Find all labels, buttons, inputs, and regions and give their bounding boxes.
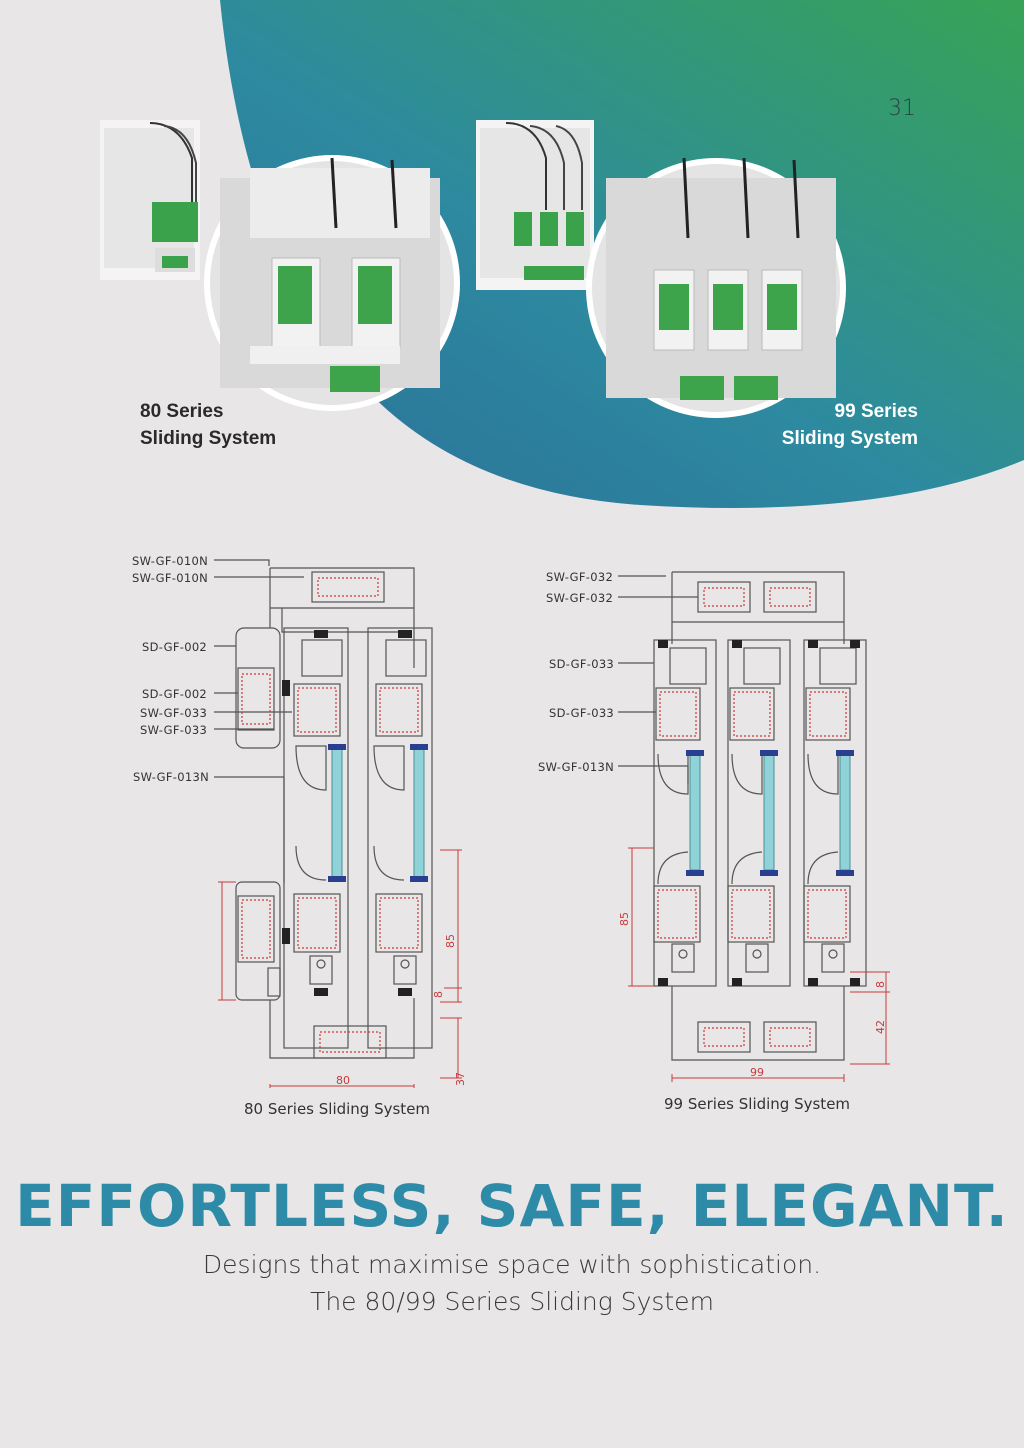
tagline-line1: Designs that maximise space with sophist… <box>202 1250 822 1279</box>
part-label: SW-GF-013N <box>538 760 615 774</box>
label-80-line1: 80 Series <box>140 401 224 422</box>
technical-drawing-80-series: 66 85 8 37 80 <box>214 559 467 1088</box>
part-label: SW-GF-033 <box>140 723 208 737</box>
dimension-width: 80 <box>336 1074 350 1087</box>
dimension-height-left: 66 <box>214 932 217 946</box>
label-99-line1: 99 Series <box>834 401 918 422</box>
page-number: 31 <box>888 96 916 121</box>
part-label: SW-GF-010N <box>132 571 209 585</box>
dimension-height-left: 85 <box>618 912 631 926</box>
dimension-width: 99 <box>750 1066 764 1079</box>
tagline-line2: The 80/99 Series Sliding System <box>310 1287 714 1316</box>
headline: EFFORTLESS, SAFE, ELEGANT. <box>15 1172 1009 1240</box>
part-label: SW-GF-033 <box>140 706 208 720</box>
part-label: SW-GF-032 <box>546 591 614 605</box>
dimension-small: 8 <box>432 991 445 998</box>
caption-99-series: 99 Series Sliding System <box>664 1095 851 1113</box>
dimension-small: 8 <box>874 981 887 988</box>
dimension-bottom: 42 <box>874 1020 887 1034</box>
dimension-height-right: 85 <box>444 934 457 948</box>
part-label: SD-GF-002 <box>142 640 208 654</box>
product-photo-80-series <box>100 120 460 411</box>
part-label: SW-GF-013N <box>133 770 210 784</box>
label-80-line2: Sliding System <box>140 428 277 449</box>
technical-drawing-99-series: 85 8 42 99 <box>618 571 890 1082</box>
part-label: SW-GF-032 <box>546 570 614 584</box>
caption-80-series: 80 Series Sliding System <box>244 1100 431 1118</box>
label-99-line2: Sliding System <box>781 428 918 449</box>
part-label: SD-GF-002 <box>142 687 208 701</box>
label-99-series: 99 Series Sliding System <box>782 398 918 452</box>
dimension-bottom: 37 <box>454 1072 467 1086</box>
part-label: SD-GF-033 <box>549 657 615 671</box>
part-label: SW-GF-010N <box>132 554 209 568</box>
product-photo-99-series <box>476 120 846 418</box>
part-label: SD-GF-033 <box>549 706 615 720</box>
label-80-series: 80 Series Sliding System <box>140 398 276 452</box>
